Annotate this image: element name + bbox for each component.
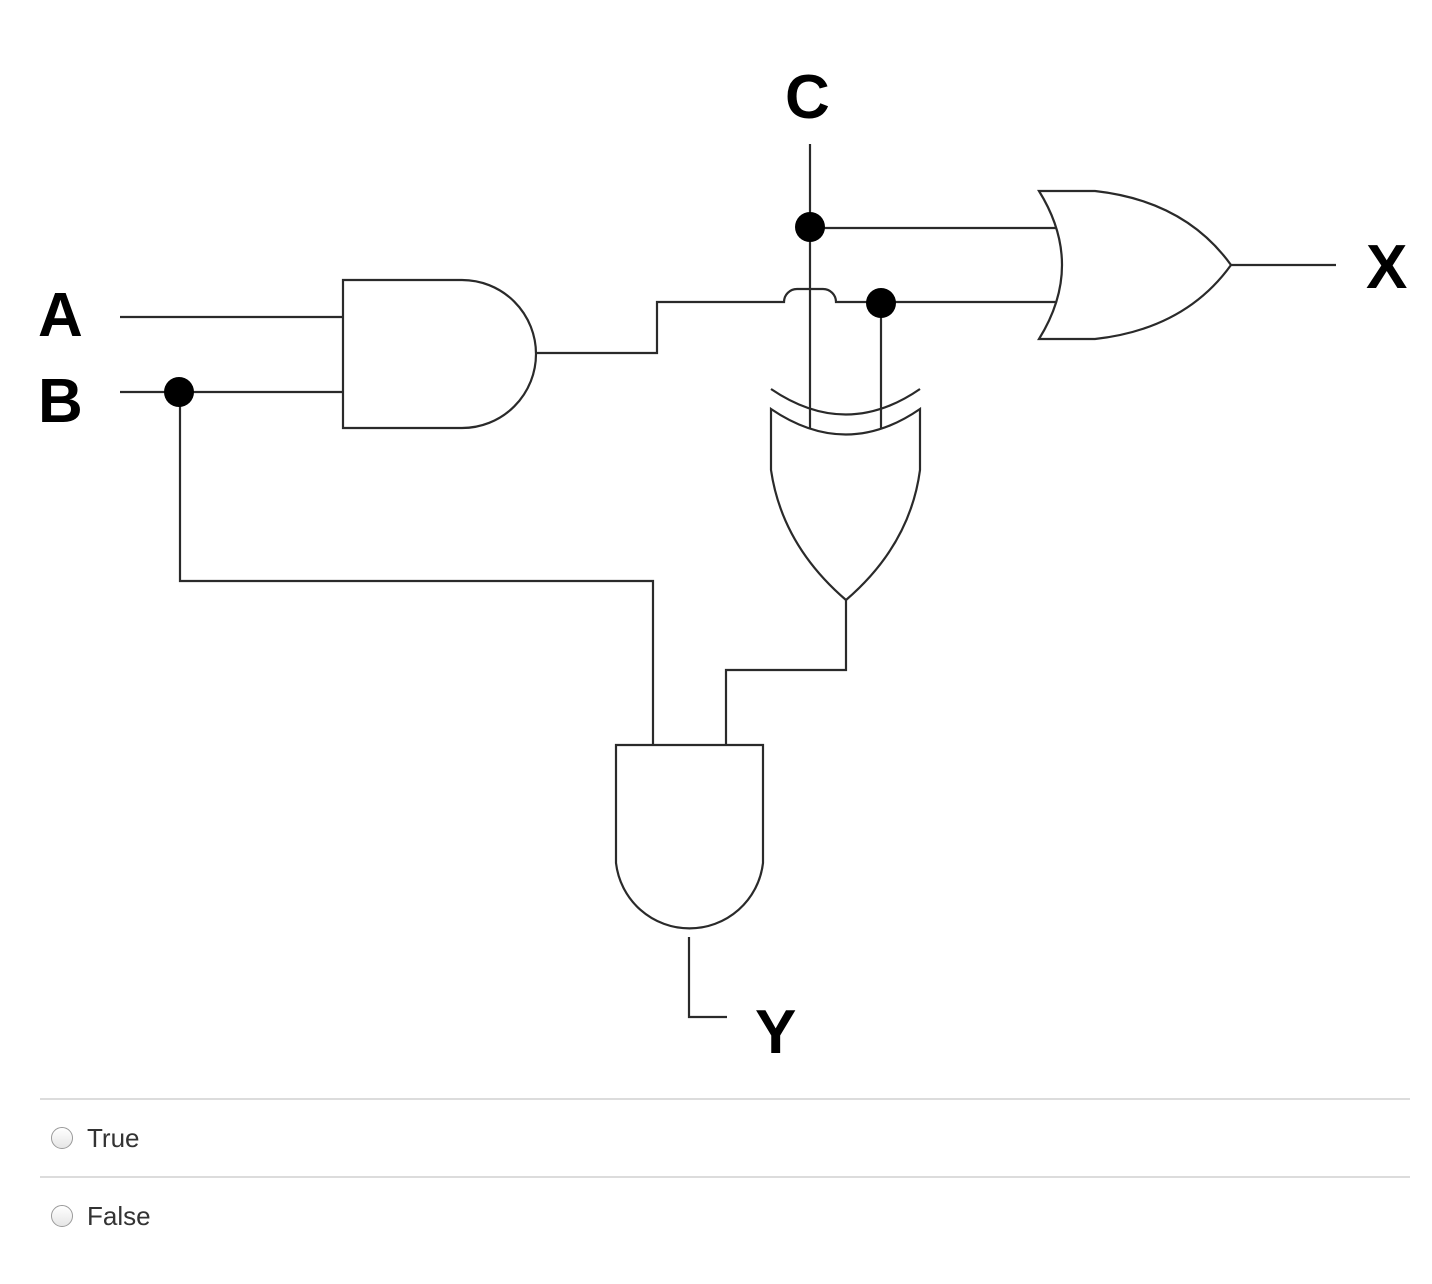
xor-gate <box>769 406 922 602</box>
label-input-b: B <box>38 367 83 436</box>
and-gate-2 <box>614 743 765 930</box>
wire-b-branch <box>178 392 655 745</box>
label-output-y: Y <box>755 998 796 1067</box>
wire-and1-out <box>534 287 1062 355</box>
logic-circuit-diagram: C A B X Y <box>38 63 1407 1067</box>
wire-xor-out <box>724 600 848 745</box>
option-false-label: False <box>87 1200 151 1231</box>
label-output-x: X <box>1366 233 1407 302</box>
radio-false[interactable] <box>51 1205 73 1227</box>
option-false[interactable]: False <box>40 1176 1410 1254</box>
junction-node-and1 <box>866 288 896 318</box>
label-input-c: C <box>785 63 830 132</box>
label-input-a: A <box>38 281 83 350</box>
or-gate <box>1037 189 1233 341</box>
junction-node-c <box>795 212 825 242</box>
xor-gate-back-curve <box>770 388 921 416</box>
answer-options: True False <box>40 1098 1410 1254</box>
option-true[interactable]: True <box>40 1098 1410 1176</box>
option-true-label: True <box>87 1122 140 1153</box>
junction-node-b <box>164 377 194 407</box>
wire-y-out <box>687 937 727 1019</box>
radio-true[interactable] <box>51 1127 73 1149</box>
and-gate-1 <box>341 278 538 430</box>
